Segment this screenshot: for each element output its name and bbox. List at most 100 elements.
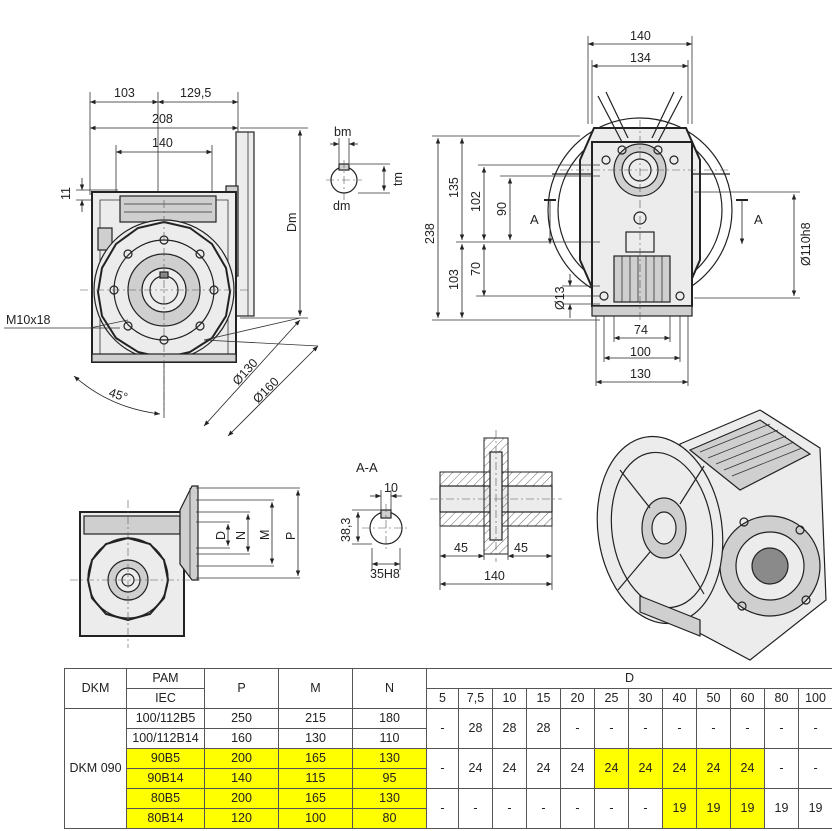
dim-flange-p: P — [284, 532, 298, 540]
dim-side-134: 134 — [630, 51, 651, 65]
dim-section-35h8: 35H8 — [370, 567, 400, 581]
dim-dm-big: Dm — [285, 213, 299, 232]
section-a-a: A-A 10 38,3 35H8 — [339, 460, 410, 581]
d-cell: 24 — [662, 748, 697, 789]
iec-cell: 90B5 — [126, 748, 205, 769]
p-cell: 140 — [204, 768, 279, 789]
ratio-header: 15 — [526, 688, 561, 709]
ratio-header: 40 — [662, 688, 697, 709]
technical-drawing: 103 129,5 208 140 11 Dm — [4, 29, 827, 661]
dim-208: 208 — [152, 112, 173, 126]
d-cell: - — [628, 708, 663, 749]
dim-side-70: 70 — [469, 262, 483, 276]
header-d: D — [425, 668, 832, 689]
header-pam: PAM — [126, 668, 205, 689]
d-cell: - — [696, 708, 731, 749]
dim-129-5: 129,5 — [180, 86, 211, 100]
gearbox-isometric-render — [596, 409, 827, 661]
d-cell: - — [662, 708, 697, 749]
d-cell: - — [560, 788, 595, 829]
header-dkm: DKM — [64, 668, 127, 709]
m-cell: 130 — [278, 728, 353, 749]
header-iec: IEC — [126, 688, 205, 709]
d-cell: 19 — [696, 788, 731, 829]
ratio-header: 25 — [594, 688, 629, 709]
d-cell: - — [594, 708, 629, 749]
p-cell: 200 — [204, 748, 279, 769]
p-cell: 120 — [204, 808, 279, 829]
d-cell: 19 — [730, 788, 765, 829]
iec-cell: 80B5 — [126, 788, 205, 809]
dim-d160: Ø160 — [250, 375, 282, 407]
d-cell: 24 — [526, 748, 561, 789]
ratio-header: 7,5 — [458, 688, 493, 709]
dim-side-135: 135 — [447, 177, 461, 198]
d-cell: 24 — [560, 748, 595, 789]
d-cell: - — [426, 708, 459, 749]
dim-45deg: 45° — [107, 386, 129, 405]
n-cell: 180 — [352, 708, 427, 729]
d-cell: - — [426, 788, 459, 829]
dim-tm: tm — [391, 172, 405, 186]
p-cell: 250 — [204, 708, 279, 729]
dim-11: 11 — [59, 187, 73, 200]
front-view: 103 129,5 208 140 11 Dm — [4, 86, 319, 437]
ratio-header: 10 — [492, 688, 527, 709]
dim-hub-140: 140 — [484, 569, 505, 583]
d-cell: 24 — [458, 748, 493, 789]
d-cell: 28 — [458, 708, 493, 749]
header-n: N — [352, 668, 427, 709]
dim-side-140: 140 — [630, 29, 651, 43]
dim-flange-n: N — [234, 531, 248, 540]
ratio-header: 20 — [560, 688, 595, 709]
m-cell: 100 — [278, 808, 353, 829]
d-cell: - — [797, 748, 832, 789]
header-p: P — [204, 668, 279, 709]
ratio-header: 80 — [764, 688, 799, 709]
m-cell: 165 — [278, 748, 353, 769]
model-cell: DKM 090 — [64, 708, 127, 829]
dim-103: 103 — [114, 86, 135, 100]
d-cell: 24 — [594, 748, 629, 789]
m-cell: 215 — [278, 708, 353, 729]
p-cell: 200 — [204, 788, 279, 809]
dim-side-130: 130 — [630, 367, 651, 381]
d-cell: - — [797, 708, 832, 749]
d-cell: - — [560, 708, 595, 749]
dim-side-100: 100 — [630, 345, 651, 359]
p-cell: 160 — [204, 728, 279, 749]
dim-section-38-3: 38,3 — [339, 518, 353, 542]
d-cell: 28 — [492, 708, 527, 749]
m-cell: 115 — [278, 768, 353, 789]
dim-side-102: 102 — [469, 191, 483, 212]
n-cell: 130 — [352, 788, 427, 809]
d-cell: - — [426, 748, 459, 789]
header-m: M — [278, 668, 353, 709]
shaft-detail: bm tm dm — [326, 125, 405, 213]
ratio-header: 100 — [797, 688, 832, 709]
label-m10x18: M10x18 — [6, 313, 51, 327]
hollow-shaft-section: 45 45 140 — [430, 430, 562, 590]
side-view: 140 134 — [423, 29, 813, 386]
dim-dm-small: dm — [333, 199, 350, 213]
iec-cell: 100/112B5 — [126, 708, 205, 729]
iec-cell: 80B14 — [126, 808, 205, 829]
n-cell: 95 — [352, 768, 427, 789]
d-cell: 19 — [662, 788, 697, 829]
m-cell: 165 — [278, 788, 353, 809]
ratio-header: 30 — [628, 688, 663, 709]
dim-side-d110h8: Ø110h8 — [799, 222, 813, 266]
ratio-header: 60 — [730, 688, 765, 709]
dim-side-90: 90 — [495, 202, 509, 216]
d-cell: - — [628, 788, 663, 829]
d-cell: - — [492, 788, 527, 829]
dim-side-74: 74 — [634, 323, 648, 337]
dim-140: 140 — [152, 136, 173, 150]
section-arrow-a-left: A — [530, 212, 539, 227]
dim-side-d13: Ø13 — [553, 286, 567, 310]
dim-hub-45-left: 45 — [454, 541, 468, 555]
d-cell: 24 — [492, 748, 527, 789]
d-cell: 19 — [797, 788, 832, 829]
d-cell: - — [764, 708, 799, 749]
dim-side-103: 103 — [447, 269, 461, 290]
